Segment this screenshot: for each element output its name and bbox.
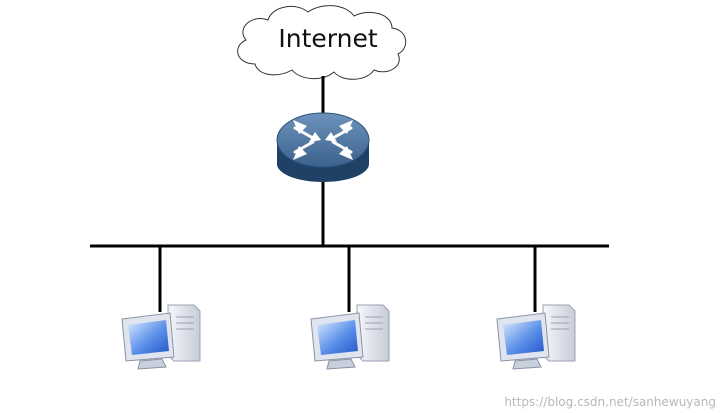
host-3 [496,304,576,370]
router [276,112,370,182]
computer-icon [121,304,201,370]
router-icon [276,112,370,182]
host-2 [310,304,390,370]
computer-icon [496,304,576,370]
internet-label: Internet [278,24,377,53]
watermark-text: https://blog.csdn.net/sanhewuyang [504,395,716,409]
computer-icon [310,304,390,370]
host-1 [121,304,201,370]
internet-cloud: Internet [237,5,407,80]
links [90,76,609,312]
